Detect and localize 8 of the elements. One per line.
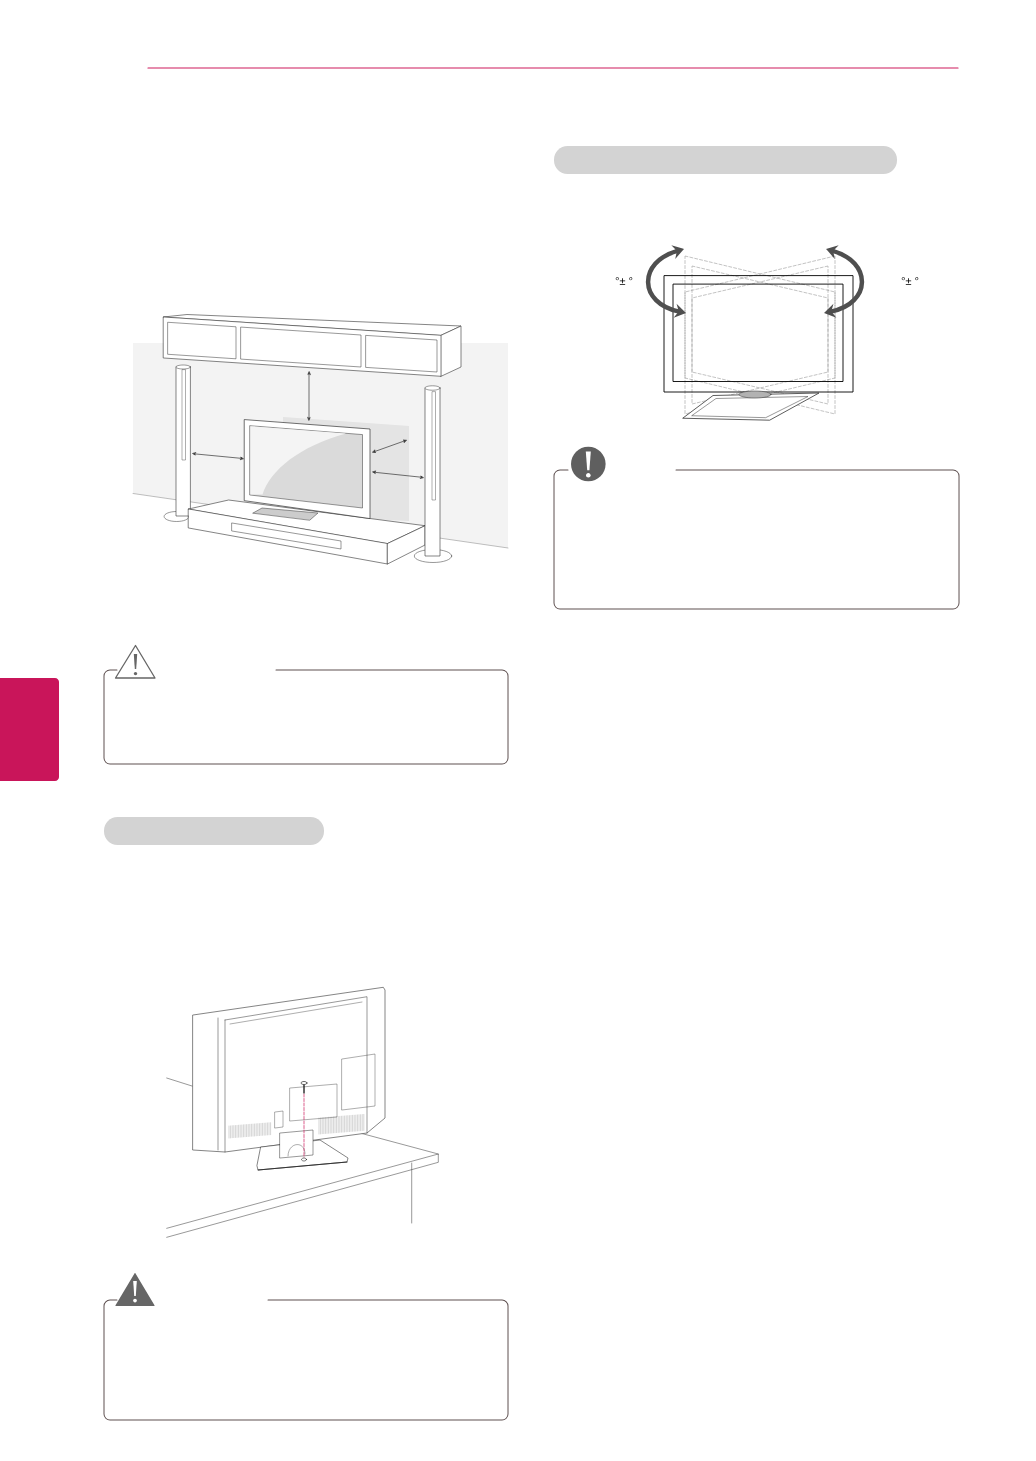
- caution-box: [103, 1299, 509, 1421]
- angle-label: °± °: [615, 277, 633, 285]
- side-tab: [0, 678, 59, 781]
- angle-label: °± °: [901, 277, 919, 285]
- caution-box: [103, 669, 509, 765]
- note-box: [553, 469, 960, 610]
- heading-bar: [554, 146, 897, 174]
- heading-bar: [104, 817, 324, 845]
